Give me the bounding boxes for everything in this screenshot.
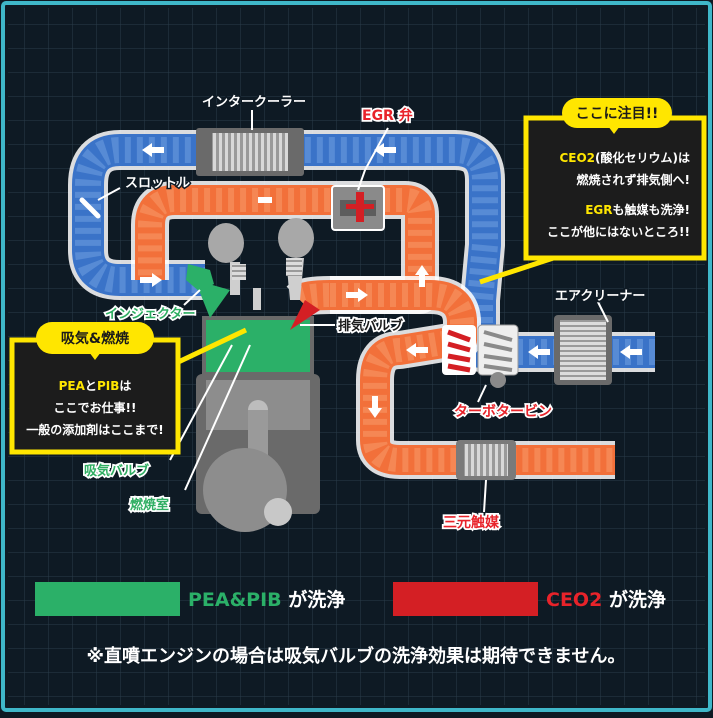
turbocharger xyxy=(442,324,519,388)
exhaust-pipe xyxy=(131,181,615,479)
callout-right: ここに注目!! CEO2(酸化セリウム)は 燃焼されず排気側へ! EGRも触媒も… xyxy=(523,98,707,261)
engine-block xyxy=(195,218,320,532)
footnote: ※直噴エンジンの場合は吸気バルブの洗浄効果は期待できません。 xyxy=(87,645,626,667)
egr-valve xyxy=(331,185,385,231)
text-pib: PIB xyxy=(97,379,119,393)
legend-red-suffix: が洗浄 xyxy=(602,588,666,611)
air-cleaner xyxy=(554,315,612,385)
arrow-up-icon xyxy=(415,265,429,287)
legend: PEA&PIB が洗浄 CEO2 が洗浄 xyxy=(35,582,666,616)
arrow-left-icon xyxy=(374,143,396,157)
text-ceo2: CEO2 xyxy=(559,151,595,165)
flow-arrows xyxy=(140,143,642,418)
label-combustion-chamber: 燃焼室 xyxy=(130,497,169,513)
text-wa: は xyxy=(119,379,131,393)
callout-right-line1: CEO2(酸化セリウム)は xyxy=(559,150,690,165)
label-catalyst: 三元触媒 xyxy=(443,514,500,531)
text-ceo2-desc: (酸化セリウム)は xyxy=(595,150,690,165)
flow-mark xyxy=(258,197,272,203)
arrow-left-icon xyxy=(620,345,642,359)
label-egr-valve: EGR 弁 xyxy=(362,107,413,124)
label-air-cleaner: エアクリーナー xyxy=(555,289,645,304)
legend-swatch-green xyxy=(35,582,180,616)
arrow-right-icon xyxy=(140,273,162,287)
three-way-catalyst xyxy=(456,440,516,480)
label-intake-valve: 吸気バルブ xyxy=(84,463,149,479)
arrow-left-icon xyxy=(528,345,550,359)
legend-red-agent: CEO2 xyxy=(546,589,602,611)
callout-right-line3: EGRも触媒も洗浄! xyxy=(585,202,690,217)
text-egr-desc: も触媒も洗浄! xyxy=(613,202,690,217)
label-throttle: スロットル xyxy=(125,176,190,191)
legend-green-suffix: が洗浄 xyxy=(282,588,346,611)
callout-right-title: ここに注目!! xyxy=(576,105,659,122)
callout-right-line2: 燃焼されず排気側へ! xyxy=(577,172,690,187)
label-injector: インジェクター xyxy=(105,307,195,322)
arrow-right-icon xyxy=(346,288,368,302)
text-to: と xyxy=(85,379,97,393)
label-exhaust-valve: 排気バルブ xyxy=(338,318,403,334)
throttle xyxy=(79,197,101,219)
label-turbine: ターボタービン xyxy=(454,404,552,420)
intake-pipe xyxy=(68,130,655,372)
callout-left-line1: PEAとPIBは xyxy=(59,379,132,393)
legend-swatch-red xyxy=(393,582,538,616)
injector xyxy=(186,264,214,292)
legend-red-text: CEO2 が洗浄 xyxy=(546,588,666,611)
legend-green-text: PEA&PIB が洗浄 xyxy=(188,588,345,611)
intercooler xyxy=(196,128,304,176)
text-egr: EGR xyxy=(585,203,612,217)
arrow-left-icon xyxy=(142,143,164,157)
callout-left-line2: ここでお仕事!! xyxy=(54,400,137,415)
legend-green-agent: PEA&PIB xyxy=(188,589,282,611)
callout-left-title: 吸気&燃焼 xyxy=(61,330,129,347)
arrow-down-icon xyxy=(368,396,382,418)
callout-left-line3: 一般の添加剤はここまで! xyxy=(26,422,163,437)
callout-pointer xyxy=(170,327,248,368)
callout-right-line4: ここが他にはないところ!! xyxy=(547,224,690,239)
callout-left: 吸気&燃焼 PEAとPIBは ここでお仕事!! 一般の添加剤はここまで! xyxy=(9,322,181,455)
label-intercooler: インタークーラー xyxy=(202,95,306,110)
text-pea: PEA xyxy=(59,379,86,393)
arrow-left-icon xyxy=(406,343,428,357)
